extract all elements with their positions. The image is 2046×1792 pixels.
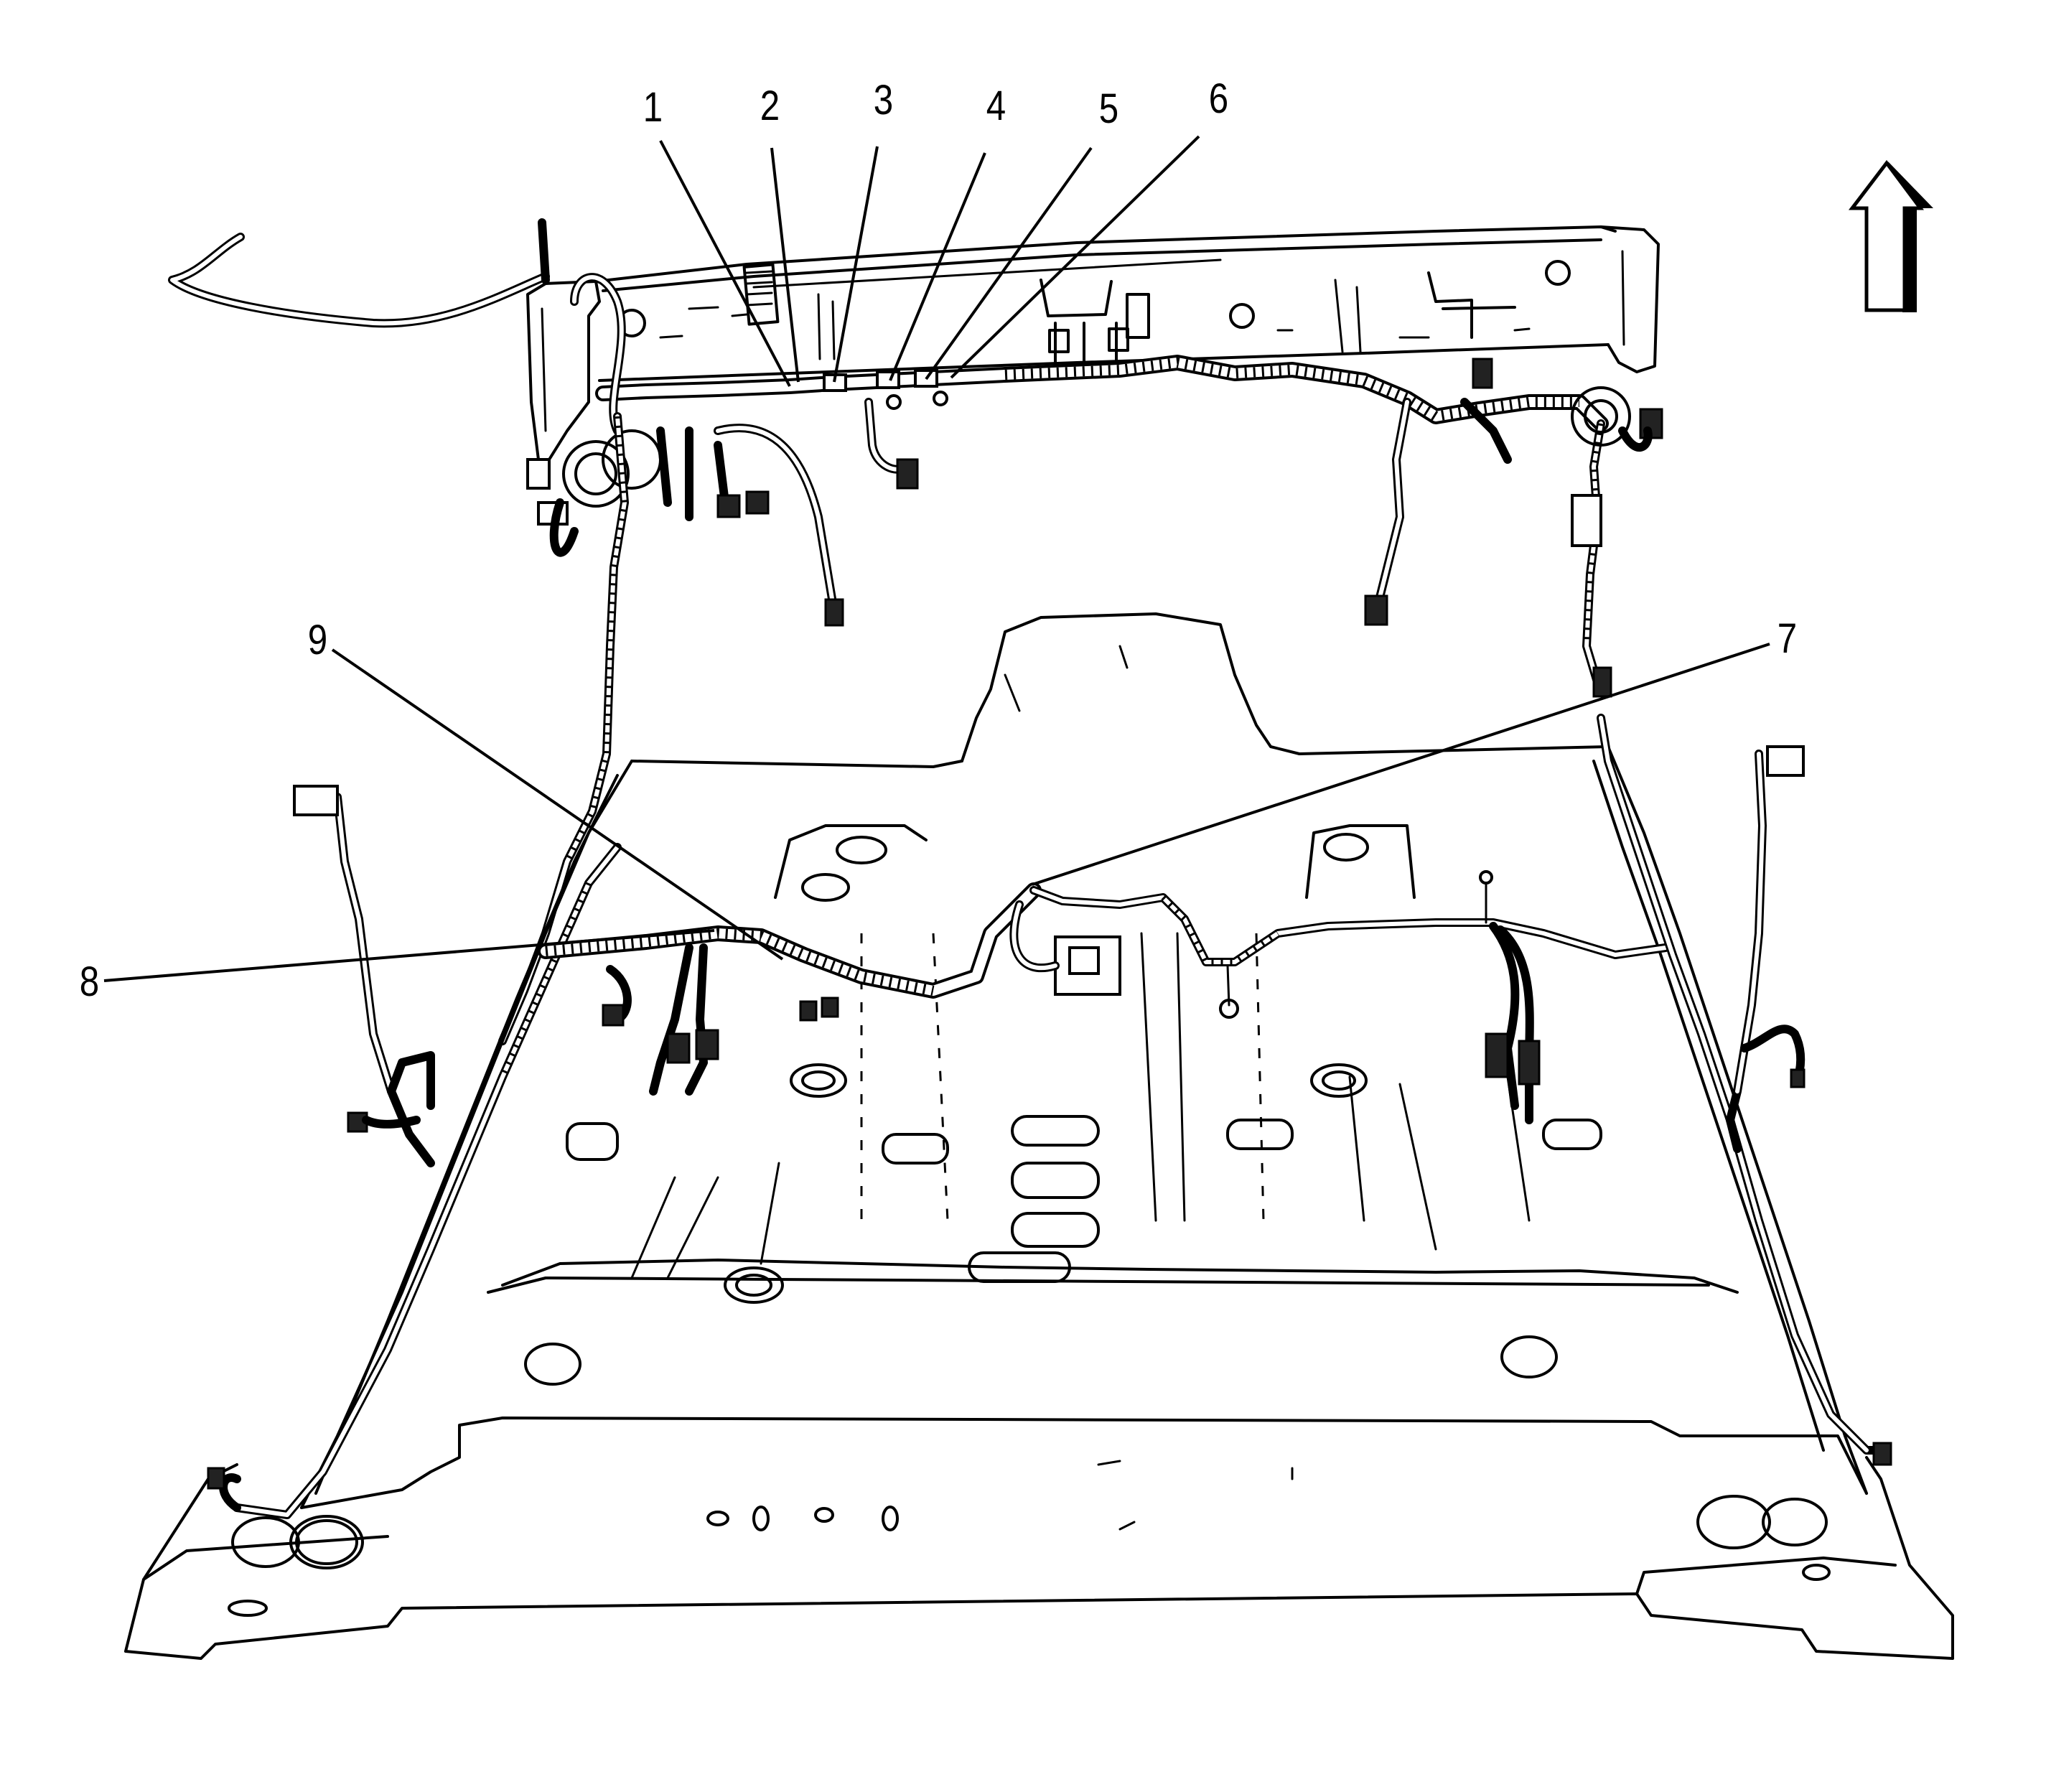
floor-pan (124, 612, 1954, 1660)
leader-6 (950, 135, 1200, 379)
callout-label-7: 7 (1777, 615, 1798, 662)
callout-label-3: 3 (873, 77, 894, 123)
leader-7 (1032, 643, 1770, 886)
dash-panel (526, 225, 1660, 461)
leader-2 (770, 147, 800, 383)
callout-label-2: 2 (760, 83, 780, 129)
callout-leaders (103, 135, 1770, 982)
leader-3 (833, 146, 879, 383)
leader-1 (659, 140, 791, 387)
leader-4 (889, 152, 986, 381)
up-arrow-icon (1848, 159, 1933, 312)
instrument-panel-harness (168, 218, 1663, 1045)
callout-label-4: 4 (986, 83, 1006, 129)
callout-label-9: 9 (307, 617, 328, 663)
callout-label-8: 8 (79, 958, 100, 1005)
callout-label-1: 1 (643, 84, 663, 131)
leader-5 (925, 146, 1093, 381)
callout-label-5: 5 (1098, 85, 1119, 132)
leader-9 (331, 648, 784, 961)
callout-label-6: 6 (1208, 75, 1229, 122)
leader-8 (103, 929, 715, 982)
body-floor-harness (207, 714, 1892, 1519)
